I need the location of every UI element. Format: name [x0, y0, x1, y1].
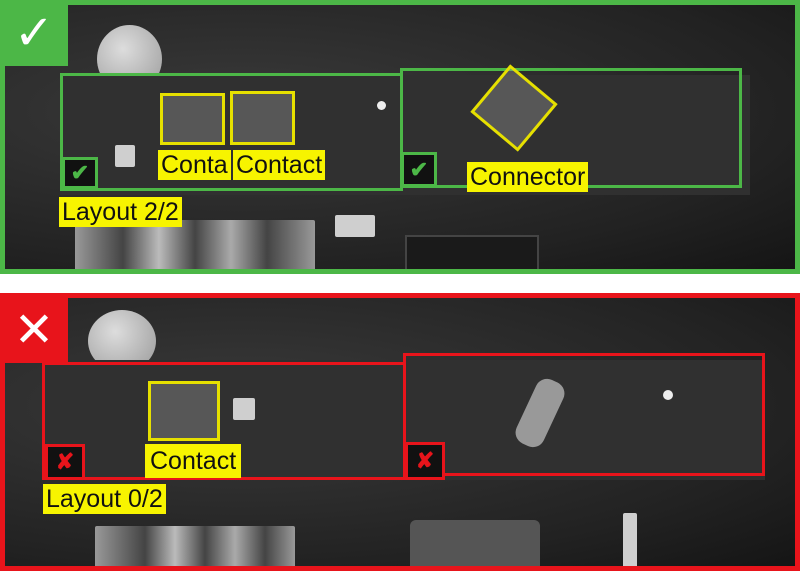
pcb-dot: [663, 390, 673, 400]
contact-detection-box: [148, 381, 220, 441]
contact-label: Contact: [145, 444, 242, 478]
pcb-connector-area: [410, 520, 540, 566]
contact-label: Conta: [158, 150, 231, 180]
inspection-panel-pass: ✔ ✔ Conta Contact Connector Layout 2/2: [0, 0, 800, 274]
region-fail-mark: ✘: [45, 444, 85, 480]
contact-detection-box: [160, 93, 225, 145]
pcb-component: [115, 145, 135, 167]
region-pass-mark: ✔: [62, 157, 98, 189]
x-icon: ✕: [0, 297, 68, 363]
pcb-connector-area: [405, 235, 539, 269]
pcb-component: [75, 220, 315, 269]
connector-label: Connector: [467, 162, 589, 192]
contact-label: Contact: [233, 150, 326, 180]
check-icon: ✓: [0, 0, 68, 66]
layout-result-label: Layout 0/2: [43, 484, 166, 514]
pcb-component: [335, 215, 375, 237]
region-fail-mark: ✘: [405, 442, 445, 480]
pcb-component: [233, 398, 255, 420]
pcb-component: [623, 513, 637, 566]
region-pass-mark: ✔: [401, 152, 437, 187]
inspection-panel-fail: ✘ ✘ Contact Layout 0/2: [0, 293, 800, 571]
pcb-dot: [377, 101, 386, 110]
layout-result-label: Layout 2/2: [59, 197, 182, 227]
contact-detection-box: [230, 91, 295, 145]
pcb-component: [95, 526, 295, 566]
inspection-region-right: [403, 353, 765, 476]
